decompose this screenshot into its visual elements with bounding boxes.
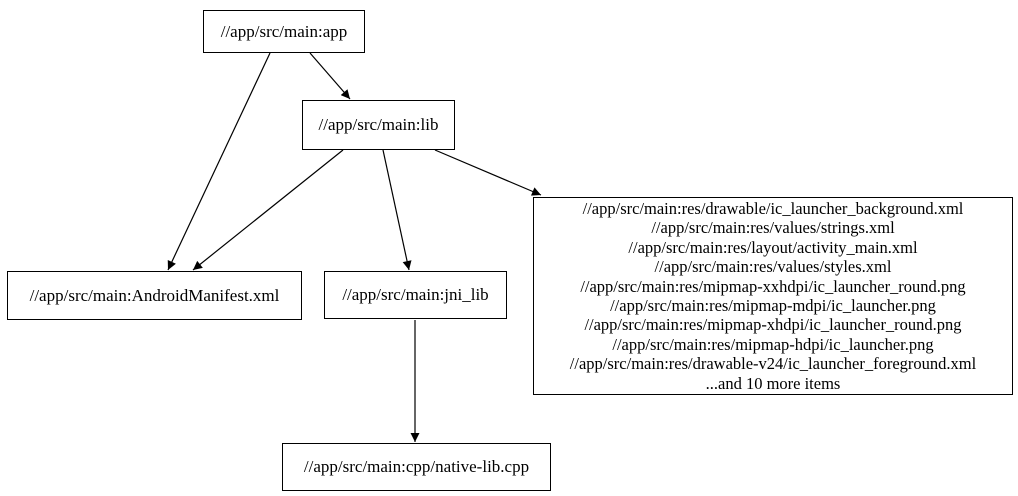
node-native-lib-cpp-label: //app/src/main:cpp/native-lib.cpp [303, 457, 530, 477]
node-native-lib-cpp: //app/src/main:cpp/native-lib.cpp [282, 443, 551, 491]
node-resources-list: //app/src/main:res/drawable/ic_launcher_… [533, 197, 1013, 395]
resources-line: //app/src/main:res/layout/activity_main.… [628, 237, 918, 257]
edge-app-to-manifest [167, 52, 271, 271]
node-android-manifest: //app/src/main:AndroidManifest.xml [7, 271, 302, 320]
resources-line: //app/src/main:res/drawable/ic_launcher_… [582, 198, 964, 218]
edge-lib-to-jni-lib [382, 149, 412, 271]
node-jni-lib-label: //app/src/main:jni_lib [342, 285, 489, 305]
node-jni-lib: //app/src/main:jni_lib [324, 271, 507, 319]
node-app-label: //app/src/main:app [220, 21, 348, 41]
resources-line: //app/src/main:res/drawable-v24/ic_launc… [569, 354, 977, 374]
resources-more-items: ...and 10 more items [705, 373, 841, 393]
edge-lib-to-resources [434, 149, 542, 196]
node-app: //app/src/main:app [203, 10, 365, 53]
resources-line: //app/src/main:res/mipmap-hdpi/ic_launch… [612, 334, 934, 354]
node-lib: //app/src/main:lib [302, 100, 455, 150]
resources-line: //app/src/main:res/mipmap-xxhdpi/ic_laun… [580, 276, 966, 296]
resources-line: //app/src/main:res/values/strings.xml [651, 218, 895, 238]
node-lib-label: //app/src/main:lib [318, 115, 439, 135]
edge-app-to-lib [309, 52, 351, 100]
resources-line: //app/src/main:res/values/styles.xml [654, 257, 892, 277]
node-android-manifest-label: //app/src/main:AndroidManifest.xml [29, 285, 280, 305]
resources-line: //app/src/main:res/mipmap-mdpi/ic_launch… [610, 296, 936, 315]
edge-lib-to-manifest [192, 149, 344, 271]
resources-line: //app/src/main:res/mipmap-xhdpi/ic_launc… [584, 315, 962, 335]
